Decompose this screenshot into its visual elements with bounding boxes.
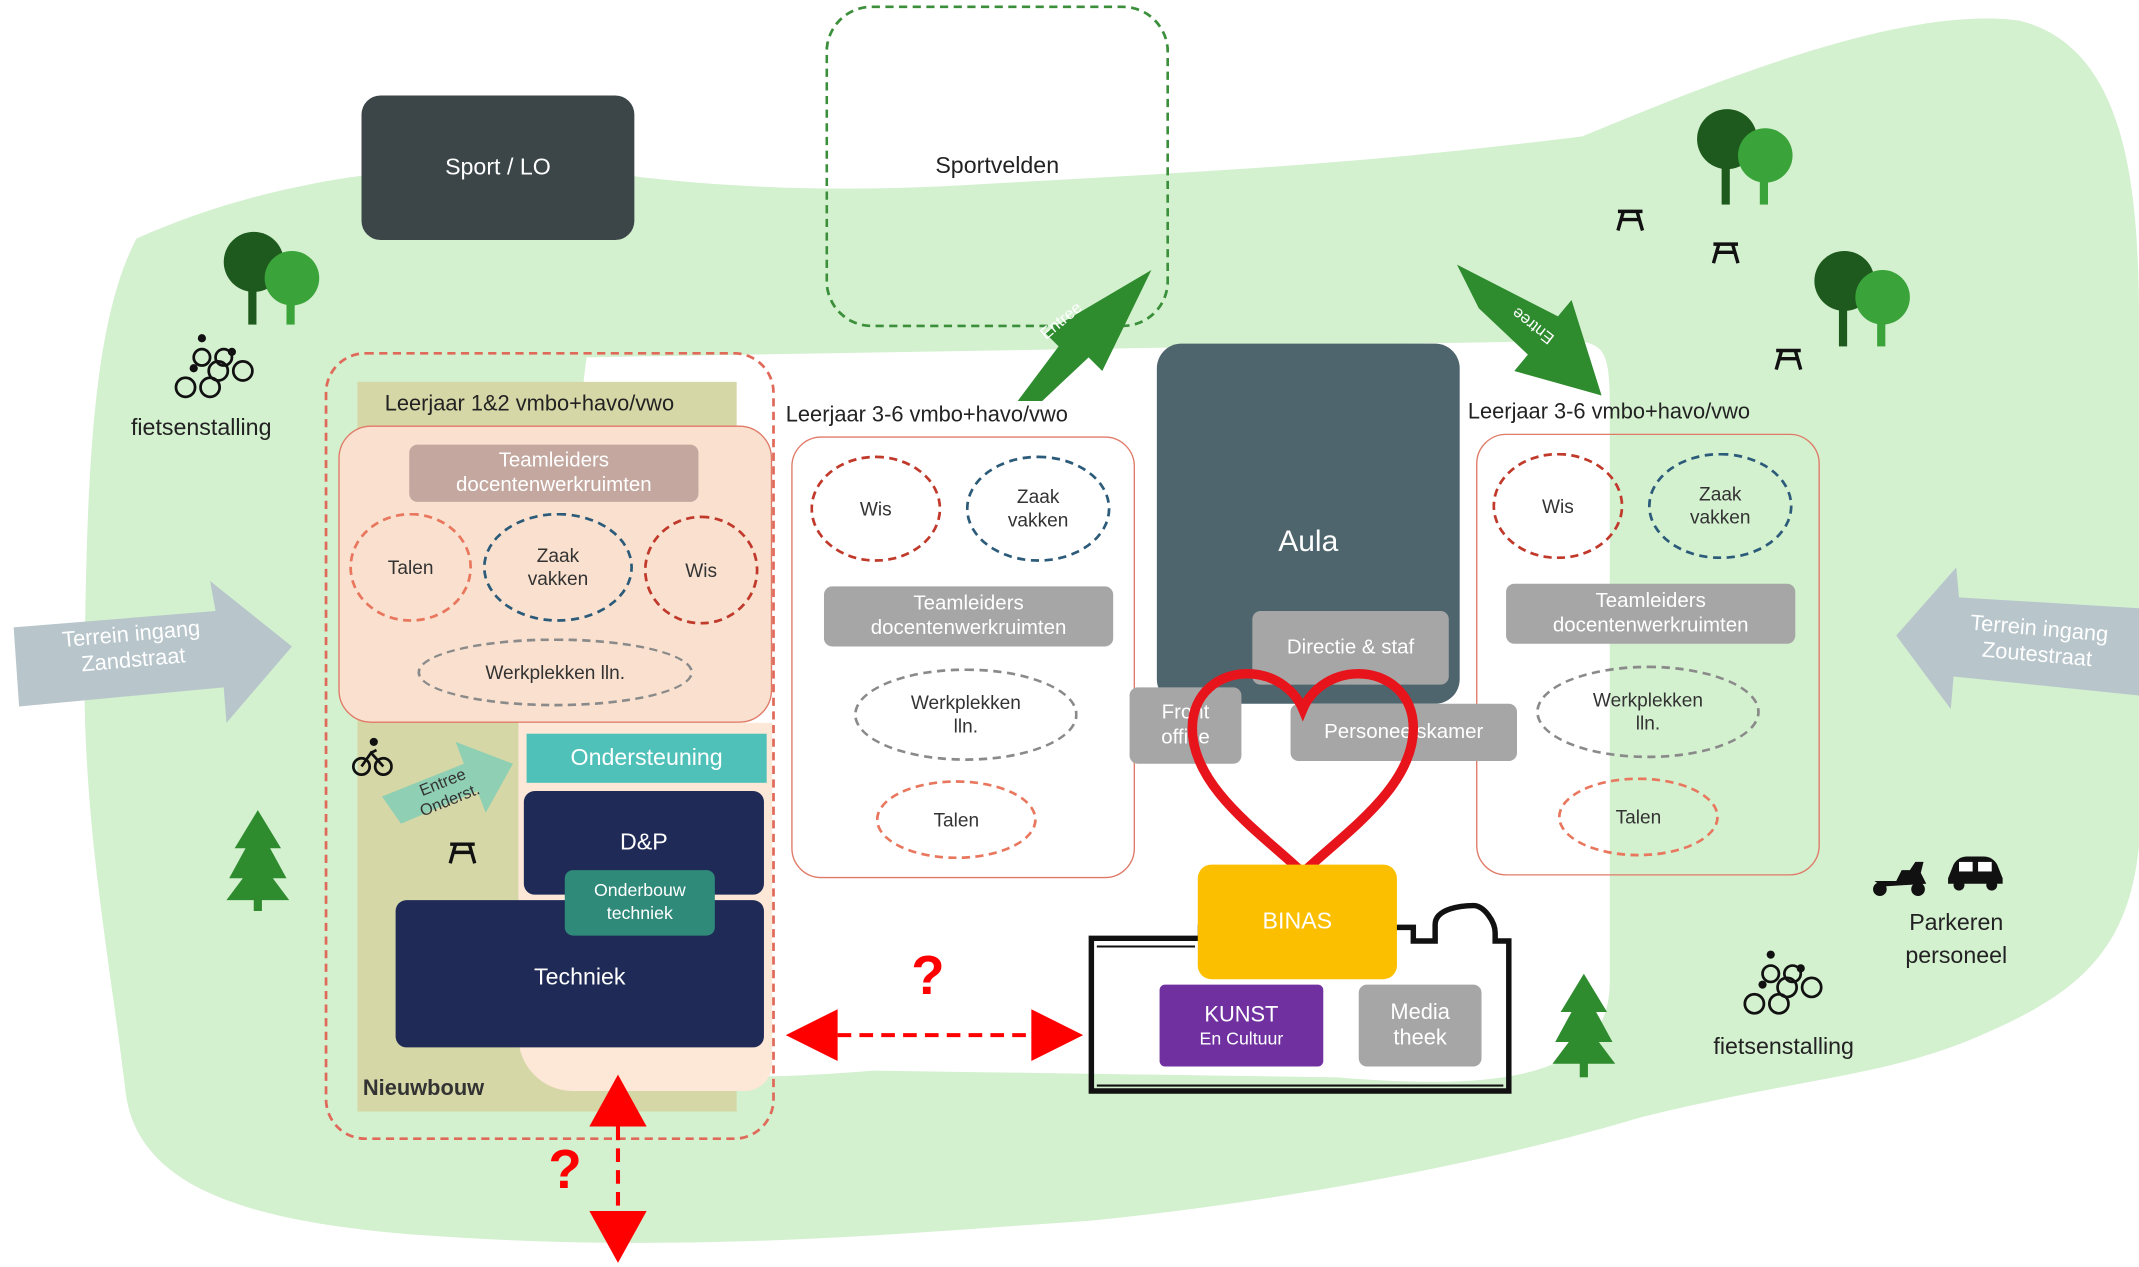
- left-docentenwerkruimten-label: docentenwerkruimten: [456, 473, 652, 497]
- bicycle-icon: [351, 737, 393, 777]
- onderbouw-techniek-sublabel: techniek: [606, 902, 673, 924]
- middle-vakken-label: vakken: [1007, 508, 1069, 531]
- right-wis-zone: Wis: [1492, 452, 1624, 560]
- pine-tree-icon: [1552, 973, 1616, 1078]
- parkeren-line2: personeel: [1905, 942, 2008, 969]
- parkeren-line1: Parkeren: [1909, 909, 2004, 936]
- mediatheek-label: Media: [1390, 1000, 1450, 1024]
- aula-label: Aula: [1278, 523, 1339, 558]
- picnic-table-icon: [1774, 348, 1803, 371]
- tree-icon: [223, 231, 320, 325]
- middle-wis-zone: Wis: [810, 455, 942, 562]
- picnic-table-icon: [448, 842, 477, 864]
- right-wing-title: Leerjaar 3-6 vmbo+havo/vwo: [1467, 400, 1750, 425]
- mediatheek-room: Media theek: [1358, 984, 1482, 1067]
- binas-room: BINAS: [1197, 864, 1397, 980]
- right-werkplekken-label: Werkplekken: [1592, 688, 1703, 711]
- kunst-sublabel: En Cultuur: [1199, 1027, 1284, 1049]
- heart-icon: [1187, 668, 1419, 880]
- fietsenstalling-right-label: fietsenstalling: [1713, 1033, 1854, 1060]
- question-mark-vertical: ?: [548, 1140, 582, 1201]
- sport-lo-label: Sport / LO: [445, 154, 551, 181]
- middle-talen-zone: Talen: [875, 780, 1037, 860]
- right-vakken-label: vakken: [1689, 505, 1751, 528]
- middle-wing-title: Leerjaar 3-6 vmbo+havo/vwo: [785, 403, 1068, 427]
- left-werkplekken-label: Werkplekken lln.: [485, 660, 626, 683]
- left-wis-label: Wis: [685, 558, 718, 581]
- middle-werkplekken-zone: Werkplekken lln.: [853, 668, 1078, 762]
- pine-tree-icon: [226, 810, 290, 912]
- entree-left-arrow: [1017, 270, 1152, 401]
- left-zaak-label: Zaak: [536, 544, 580, 567]
- right-docentenwerkruimten-label: docentenwerkruimten: [1552, 613, 1749, 637]
- question-mark-horizontal: ?: [911, 946, 945, 1007]
- tree-icon: [1697, 109, 1793, 205]
- ondersteuning-room: Ondersteuning: [526, 733, 767, 783]
- middle-zaakvakken-zone: Zaak vakken: [965, 455, 1111, 562]
- entree-right-arrow: [1456, 264, 1602, 396]
- onderbouw-label: Onderbouw: [593, 879, 686, 901]
- right-wis-label: Wis: [1541, 494, 1574, 517]
- personeelskamer-label: Personeelskamer: [1324, 720, 1484, 744]
- directie-staf-label: Directie & staf: [1286, 635, 1415, 659]
- kunst-label: KUNST: [1204, 1003, 1279, 1027]
- picnic-table-icon: [1616, 209, 1645, 231]
- techniek-label: Techniek: [533, 964, 626, 991]
- middle-lln-label: lln.: [953, 714, 979, 737]
- middle-teamleiders-room: Teamleiders docentenwerkruimten: [823, 586, 1114, 647]
- leerjaar-1-2-title: Leerjaar 1&2 vmbo+havo/vwo: [384, 392, 675, 416]
- parkeren-personeel-label: Parkeren personeel: [1883, 906, 2030, 974]
- left-vakken-label: vakken: [527, 567, 589, 590]
- binas-label: BINAS: [1262, 908, 1333, 935]
- right-talen-label: Talen: [1615, 805, 1662, 828]
- left-talen-zone: Talen: [349, 512, 473, 622]
- tree-icon: [1814, 250, 1910, 347]
- double-arrow-icon: [785, 1009, 1084, 1062]
- double-arrow-icon: [589, 1074, 647, 1263]
- left-wis-zone: Wis: [643, 515, 759, 625]
- old-building-outline: [1088, 902, 1512, 1094]
- fietsenstalling-left-label: fietsenstalling: [130, 414, 272, 441]
- entree-onderst-arrow: [381, 741, 513, 824]
- car-icon: [1948, 856, 2003, 891]
- picnic-table-icon: [1711, 242, 1740, 264]
- left-teamleiders-label: Teamleiders: [498, 448, 610, 472]
- middle-wing: [791, 436, 1136, 879]
- right-zaakvakken-zone: Zaak vakken: [1647, 452, 1793, 560]
- right-lln-label: lln.: [1635, 711, 1661, 734]
- middle-docentenwerkruimten-label: docentenwerkruimten: [870, 616, 1067, 640]
- sportvelden-label: Sportvelden: [935, 152, 1060, 179]
- dp-label: D&P: [620, 829, 668, 856]
- onderbouw-techniek-room: Onderbouw techniek: [564, 870, 715, 936]
- scooter-icon: [1873, 861, 1927, 897]
- bicycle-icon: [174, 334, 254, 399]
- middle-teamleiders-label: Teamleiders: [913, 591, 1024, 616]
- left-teamleiders-room: Teamleiders docentenwerkruimten: [409, 444, 699, 502]
- middle-werkplekken-label: Werkplekken: [910, 691, 1021, 714]
- terrein-ingang-zoutestraat-arrow: [1896, 567, 2139, 710]
- personeelskamer-room: Personeelskamer: [1290, 703, 1517, 762]
- sportvelden-area: Sportvelden: [825, 5, 1170, 328]
- right-talen-zone: Talen: [1557, 777, 1719, 857]
- right-teamleiders-label: Teamleiders: [1595, 589, 1706, 613]
- right-werkplekken-zone: Werkplekken lln.: [1536, 665, 1760, 759]
- left-zaakvakken-zone: Zaak vakken: [482, 512, 633, 622]
- nieuwbouw-label: Nieuwbouw: [362, 1077, 485, 1101]
- right-zaak-label: Zaak: [1699, 483, 1742, 505]
- middle-talen-label: Talen: [933, 808, 980, 831]
- bicycle-icon: [1743, 950, 1823, 1015]
- middle-wis-label: Wis: [859, 497, 892, 520]
- leerjaar-1-2-boundary: [324, 351, 775, 1141]
- sport-lo-room: Sport / LO: [361, 95, 635, 241]
- right-teamleiders-room: Teamleiders docentenwerkruimten: [1506, 583, 1796, 644]
- left-talen-label: Talen: [387, 555, 434, 578]
- left-werkplekken-zone: Werkplekken lln.: [417, 638, 694, 707]
- terrein-ingang-zandstraat-arrow: [13, 580, 292, 723]
- mediatheek-sublabel: theek: [1393, 1026, 1447, 1051]
- kunst-room: KUNST En Cultuur: [1159, 984, 1324, 1067]
- ondersteuning-label: Ondersteuning: [570, 744, 723, 771]
- middle-zaak-label: Zaak: [1016, 485, 1060, 508]
- right-wing: [1476, 433, 1820, 876]
